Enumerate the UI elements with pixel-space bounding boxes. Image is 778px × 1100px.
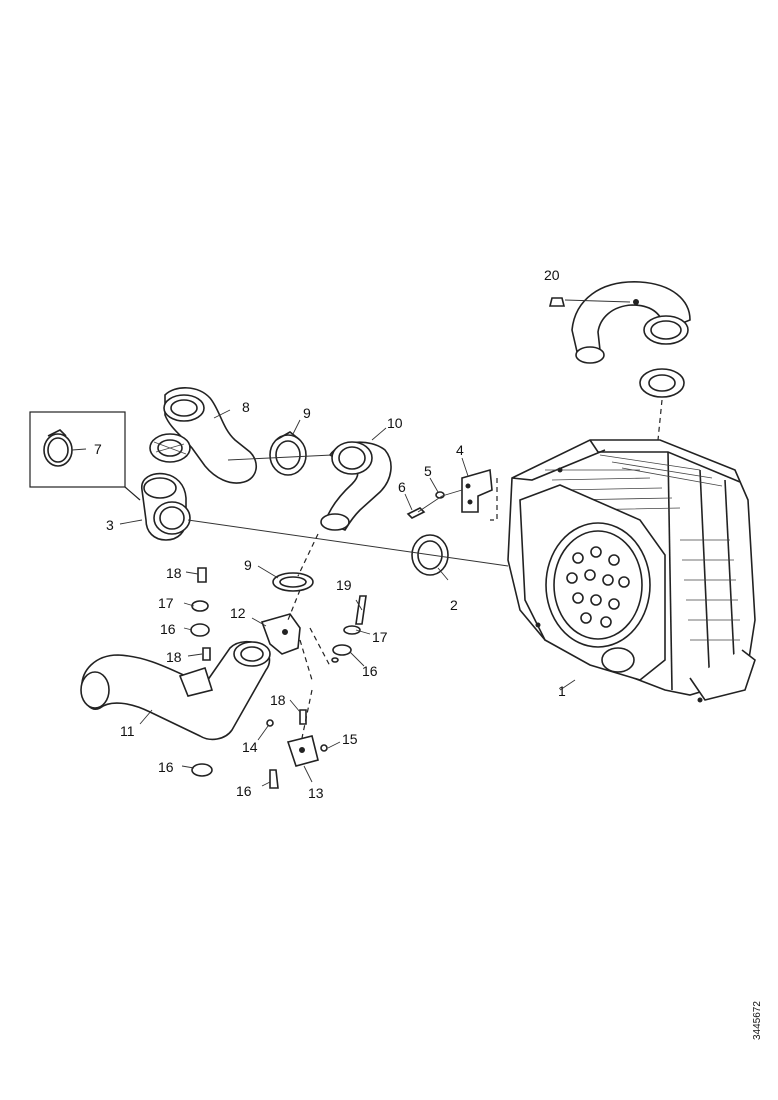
callout-15: 15 [342, 731, 358, 747]
callout-10: 10 [387, 415, 403, 431]
pipe-11 [80, 640, 271, 741]
bracket-4 [461, 468, 493, 513]
pipe-8 [163, 387, 257, 484]
callout-6: 6 [398, 479, 406, 495]
callout-17-a: 17 [158, 595, 174, 611]
muffler-outlet-holes [566, 546, 630, 628]
callout-9-lower: 9 [244, 557, 252, 573]
pipe-bracket [178, 666, 214, 697]
callout-13: 13 [308, 785, 324, 801]
leader-lines [71, 299, 663, 787]
callout-17-b: 17 [372, 629, 388, 645]
callout-1: 1 [558, 683, 566, 699]
callout-labels: 1 2 3 4 5 6 7 8 9 9 10 11 12 13 14 15 16… [94, 267, 566, 801]
callout-20: 20 [544, 267, 560, 283]
callout-3: 3 [106, 517, 114, 533]
callout-9-upper: 9 [303, 405, 311, 421]
upper-gasket [639, 368, 685, 398]
callout-11: 11 [120, 723, 135, 739]
callout-14: 14 [242, 739, 258, 755]
bolt-20 [548, 297, 566, 307]
callout-7: 7 [94, 441, 102, 457]
fasteners [190, 567, 367, 789]
callout-16-b: 16 [362, 663, 378, 679]
callout-2: 2 [450, 597, 458, 613]
muffler-housing [507, 439, 756, 703]
reference-code: 3445672 [752, 1001, 763, 1040]
clamp-9-lower [272, 572, 314, 592]
clamp-7 [43, 429, 73, 467]
callout-8: 8 [242, 399, 250, 415]
callout-18-a: 18 [166, 565, 182, 581]
callout-16-c: 16 [158, 759, 174, 775]
callout-4: 4 [456, 442, 464, 458]
bracket-13 [286, 735, 319, 767]
gasket-8 [149, 433, 191, 463]
callout-5: 5 [424, 463, 432, 479]
callout-18-b: 18 [166, 649, 182, 665]
callout-16-d: 16 [236, 783, 252, 799]
elbow-pipe-3 [141, 472, 191, 541]
callout-12: 12 [230, 605, 246, 621]
inset-box [29, 411, 141, 501]
callout-18-c: 18 [270, 692, 286, 708]
upper-exhaust-pipe [571, 281, 691, 364]
bracket-12 [260, 613, 301, 655]
callout-16-a: 16 [160, 621, 176, 637]
pipe-10 [320, 441, 392, 531]
clamp-9-upper [269, 431, 307, 476]
callout-19: 19 [336, 577, 352, 593]
